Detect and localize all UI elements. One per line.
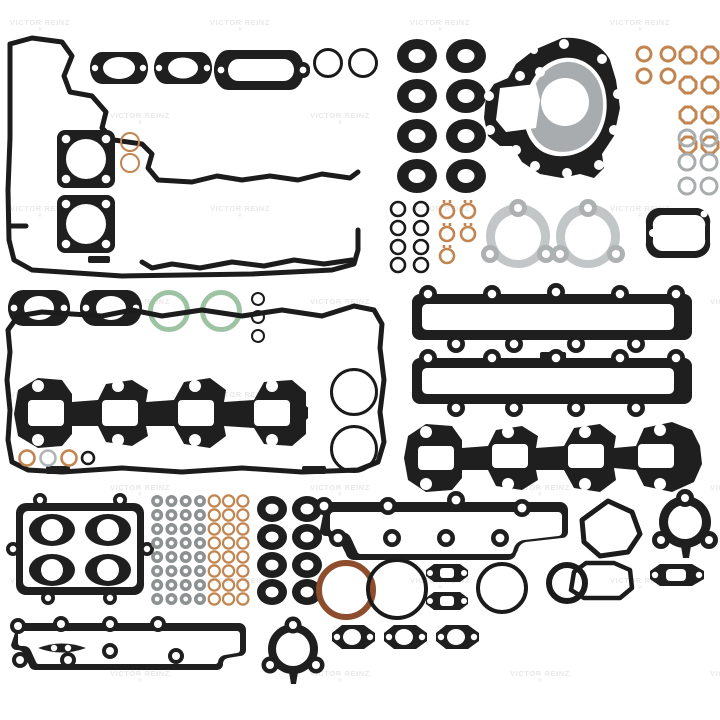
part-oil-cooler-gasket [578, 498, 644, 560]
part-exhaust-manifold-gasket-right [404, 420, 704, 498]
part-intake-manifold-gasket-lower [6, 616, 256, 678]
part-cam-cap-gasket-2 [55, 193, 117, 255]
part-turbo-gasket-2 [551, 199, 625, 272]
part-valve-cover-gasket [2, 30, 362, 280]
watermark-text: VICTOR REINZ® [410, 18, 470, 34]
part-oring-top-2 [348, 48, 378, 78]
part-vacuum-pump-gasket-2 [261, 616, 325, 686]
part-oval-port-gasket-1 [88, 50, 150, 86]
part-big-oring-1 [330, 368, 378, 416]
part-small-ring-1 [251, 292, 265, 306]
part-small-elbow-gasket-3 [434, 622, 482, 652]
watermark-text: VICTOR REINZ® [510, 669, 570, 685]
part-intake-manifold-gasket-bottom [310, 491, 582, 564]
part-turbo-gasket-1 [481, 199, 555, 272]
part-intake-rail-gasket-2 [404, 349, 700, 417]
part-vacuum-pump-gasket-1 [652, 489, 718, 564]
part-water-pump-gasket [478, 34, 624, 200]
part-small-elbow-gasket-2 [382, 622, 430, 652]
part-turbo-oil-gasket-2 [424, 590, 470, 612]
part-washer-row-mid [18, 448, 98, 468]
part-black-orings-grid [388, 200, 434, 274]
part-irregular-gasket [566, 560, 636, 602]
part-big-oring-2 [330, 425, 378, 473]
part-oval-port-gasket-3 [212, 48, 312, 92]
part-oring-bottom-2 [476, 562, 528, 614]
part-turbo-oil-gasket-1 [424, 562, 470, 584]
part-copper-injector-seals [438, 200, 478, 266]
watermark-text: VICTOR REINZ® [610, 18, 670, 34]
part-head-cover-gasket-outline [2, 300, 396, 480]
part-oval-dark-gasket [644, 204, 712, 262]
part-large-oring-bottom [366, 558, 428, 620]
part-valve-stem-seal-cluster-top [396, 38, 490, 198]
part-small-elbow-gasket-right [648, 562, 708, 588]
part-copper-square-washers [676, 42, 720, 164]
part-small-ring-3 [251, 329, 265, 343]
part-oring-top-1 [313, 48, 343, 78]
part-copper-ring-b [120, 153, 140, 173]
part-washer-grid [150, 494, 250, 606]
part-egr-cover-gasket [6, 493, 154, 605]
part-intake-rail-gasket-1 [404, 283, 700, 353]
part-copper-washers-top [634, 44, 680, 90]
part-cam-cap-gasket-1 [55, 128, 117, 190]
part-oval-port-gasket-2 [152, 50, 214, 86]
part-gray-washers-top [676, 128, 720, 198]
part-exhaust-manifold-gasket-left [14, 372, 320, 454]
watermark-text: VICTOR REINZ® [710, 669, 720, 678]
part-valve-stem-seal-cluster-bottom [256, 496, 324, 605]
part-copper-ring-a [120, 132, 140, 152]
part-oring-bottom-3 [546, 562, 588, 604]
part-small-elbow-gasket-1 [330, 622, 378, 652]
watermark-text: VICTOR REINZ® [710, 297, 720, 306]
